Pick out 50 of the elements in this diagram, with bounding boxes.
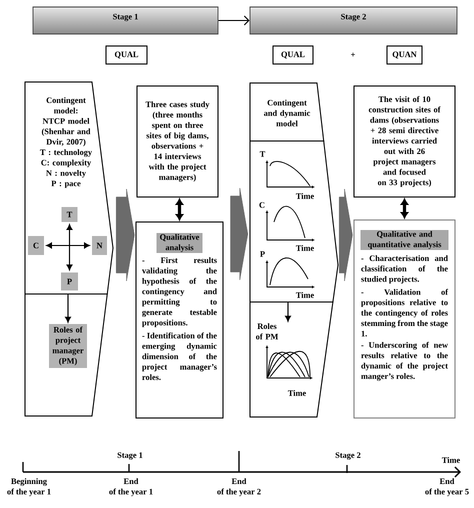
axis-label: T <box>260 151 266 157</box>
timeline-label: End of the year 5 <box>425 478 469 496</box>
axis-label: P <box>260 251 265 257</box>
block-arrow <box>338 188 353 282</box>
double-arrow <box>176 198 184 220</box>
panel-section <box>24 294 108 416</box>
method-box: QUAL <box>272 46 314 64</box>
stage-label: Stage 2 <box>336 452 360 460</box>
axis-label: Roles of PM <box>256 323 278 340</box>
axis-label: Time <box>296 245 314 251</box>
arrow <box>65 294 71 323</box>
bullet-paragraph: - First results validating the hypothesis of the contingency and permitting to generate testable propositions. <box>142 257 217 328</box>
arrow <box>218 16 250 26</box>
double-arrow <box>400 198 408 218</box>
arrow <box>285 302 291 322</box>
axis-label: Time <box>288 390 306 396</box>
timeline-label: End of the year 2 <box>217 478 261 496</box>
letter-tile: C <box>28 236 44 255</box>
analysis-box <box>136 222 224 418</box>
timeline-label: End of the year 1 <box>109 478 153 496</box>
highlighted-heading: Qualitative analysis <box>156 233 202 253</box>
axis-label: Time <box>296 193 314 199</box>
text-box: Three cases study (three months spent on three sites of big dams, observations + 14 interviews with the project managers) <box>136 86 218 198</box>
bullet-paragraph: - Identification of the emerging dynamic dimension of the project manager’s roles. <box>142 332 217 380</box>
method-box: QUAN <box>386 46 422 64</box>
panel-section <box>250 302 334 418</box>
text-box: The visit of 10 construction sites of dams (observations + 28 semi directive interviews carried out with 26 project managers and focused on 33 projects) <box>354 86 456 198</box>
bullet-paragraph: - Validation of propositions relative to the contingency of roles stemming from the stage 1. <box>361 288 448 336</box>
model-panel: Contingent and dynamic model <box>250 82 324 142</box>
roles-tile: Roles of project manager (PM) <box>49 324 87 368</box>
bullet-paragraph: - Underscoring of new results relative to the dynamic of the project manger’s roles. <box>361 342 448 381</box>
plus-sign: + <box>351 52 355 57</box>
stage-bar: Stage 2 <box>250 6 458 34</box>
highlighted-heading: Qualitative and quantitative analysis <box>360 230 448 250</box>
letter-tile: N <box>92 236 107 255</box>
axis-label: Time <box>296 292 314 298</box>
double-arrow <box>46 242 90 248</box>
double-arrow <box>66 224 72 270</box>
letter-tile: P <box>61 272 78 290</box>
method-box: QUAL <box>106 46 148 64</box>
stage-bar: Stage 1 <box>32 6 218 34</box>
bullet-paragraph: - Characterisation and classification of the studied projects. <box>361 255 448 284</box>
timeline-label: Beginning of the year 1 <box>7 478 51 496</box>
letter-tile: T <box>62 207 78 222</box>
block-arrow <box>116 188 135 282</box>
axis-label: C <box>259 202 264 208</box>
analysis-box <box>354 220 456 418</box>
stage-label: Stage 1 <box>118 452 142 460</box>
axis-label: Time <box>442 457 460 463</box>
block-arrow <box>230 188 248 280</box>
